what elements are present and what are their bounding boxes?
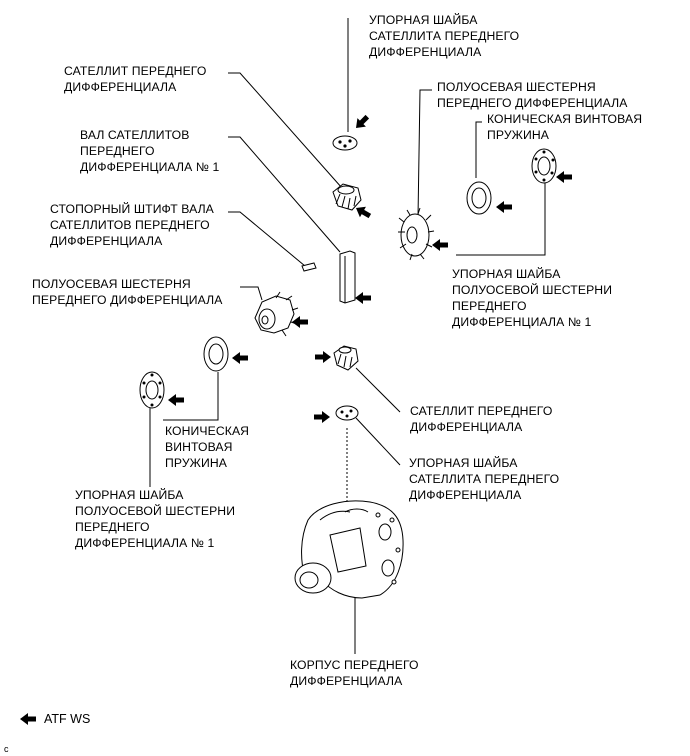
label-spring-right: КОНИЧЕСКАЯ ВИНТОВАЯ ПРУЖИНА bbox=[487, 112, 643, 142]
leader-spring-right bbox=[475, 121, 482, 178]
lube-arrow-icon bbox=[315, 351, 331, 363]
label-side-gear-left: ПОЛУОСЕВАЯ ШЕСТЕРНЯ ПЕРЕДНЕГО ДИФФЕРЕНЦИ… bbox=[32, 277, 223, 307]
side-gear-left-part bbox=[254, 291, 299, 337]
lube-arrow-icon bbox=[556, 171, 572, 183]
legend-text: ATF WS bbox=[44, 712, 91, 726]
differential-case-part bbox=[294, 500, 404, 599]
leader-spring-left bbox=[163, 372, 219, 421]
legend-arrow-icon bbox=[20, 713, 36, 725]
lube-arrow-icon bbox=[355, 292, 371, 304]
lube-arrow-icon bbox=[168, 394, 184, 406]
label-pinion-shaft: ВАЛ САТЕЛЛИТОВ ПЕРЕДНЕГО ДИФФЕРЕНЦИАЛА №… bbox=[80, 128, 220, 174]
lube-arrow-icon bbox=[292, 316, 308, 328]
label-case: КОРПУС ПЕРЕДНЕГО ДИФФЕРЕНЦИАЛА bbox=[290, 658, 419, 688]
leader-lock-pin bbox=[228, 211, 306, 267]
leader-pinion-top bbox=[228, 72, 343, 189]
pinion-shaft-part bbox=[339, 250, 356, 304]
leader-side-gear-left bbox=[240, 286, 263, 301]
label-pinion-bottom: САТЕЛЛИТ ПЕРЕДНЕГО ДИФФЕРЕНЦИАЛА bbox=[410, 404, 553, 434]
pinion-top-part bbox=[332, 183, 362, 211]
thrust-washer-pinion-bottom-part bbox=[335, 405, 359, 421]
leader-pinion-bottom bbox=[355, 367, 401, 413]
lube-arrow-icon bbox=[351, 112, 372, 133]
leader-pinion-shaft bbox=[228, 136, 341, 253]
lube-arrow-icon bbox=[432, 239, 448, 251]
label-thrust-washer-pinion-top: УПОРНАЯ ШАЙБА САТЕЛЛИТА ПЕРЕДНЕГО ДИФФЕР… bbox=[369, 13, 520, 59]
lube-arrow-icon bbox=[314, 411, 330, 423]
side-gear-right-part bbox=[398, 207, 435, 261]
lock-pin-part bbox=[301, 262, 317, 272]
thrust-washer-side-left-part bbox=[139, 371, 165, 409]
spring-left-part bbox=[203, 336, 229, 372]
spring-right-part bbox=[466, 181, 492, 215]
corner-mark: c bbox=[4, 744, 9, 754]
leader-side-gear-right bbox=[417, 89, 432, 219]
pinion-bottom-part bbox=[333, 345, 359, 371]
leader-thrust-washer-pinion-bottom bbox=[355, 417, 401, 466]
label-lock-pin: СТОПОРНЫЙ ШТИФТ ВАЛА САТЕЛЛИТОВ ПЕРЕДНЕГ… bbox=[50, 202, 214, 248]
label-thrust-washer-side-left: УПОРНАЯ ШАЙБА ПОЛУОСЕВОЙ ШЕСТЕРНИ ПЕРЕДН… bbox=[75, 488, 236, 550]
lube-arrow-icon bbox=[232, 352, 248, 364]
label-pinion-top: САТЕЛЛИТ ПЕРЕДНЕГО ДИФФЕРЕНЦИАЛА bbox=[64, 64, 207, 94]
thrust-washer-side-right-part bbox=[531, 148, 557, 184]
leader-thrust-washer-side-right bbox=[456, 180, 546, 256]
thrust-washer-pinion-top-part bbox=[332, 135, 358, 151]
label-side-gear-right: ПОЛУОСЕВАЯ ШЕСТЕРНЯ ПЕРЕДНЕГО ДИФФЕРЕНЦИ… bbox=[437, 80, 628, 110]
leader-lines bbox=[149, 18, 546, 654]
label-spring-left: КОНИЧЕСКАЯ ВИНТОВАЯ ПРУЖИНА bbox=[165, 424, 250, 470]
lube-arrow-icon bbox=[496, 201, 512, 213]
label-thrust-washer-side-right: УПОРНАЯ ШАЙБА ПОЛУОСЕВОЙ ШЕСТЕРНИ ПЕРЕДН… bbox=[452, 267, 613, 329]
label-thrust-washer-pinion-bottom: УПОРНАЯ ШАЙБА САТЕЛЛИТА ПЕРЕДНЕГО ДИФФЕР… bbox=[409, 456, 560, 502]
